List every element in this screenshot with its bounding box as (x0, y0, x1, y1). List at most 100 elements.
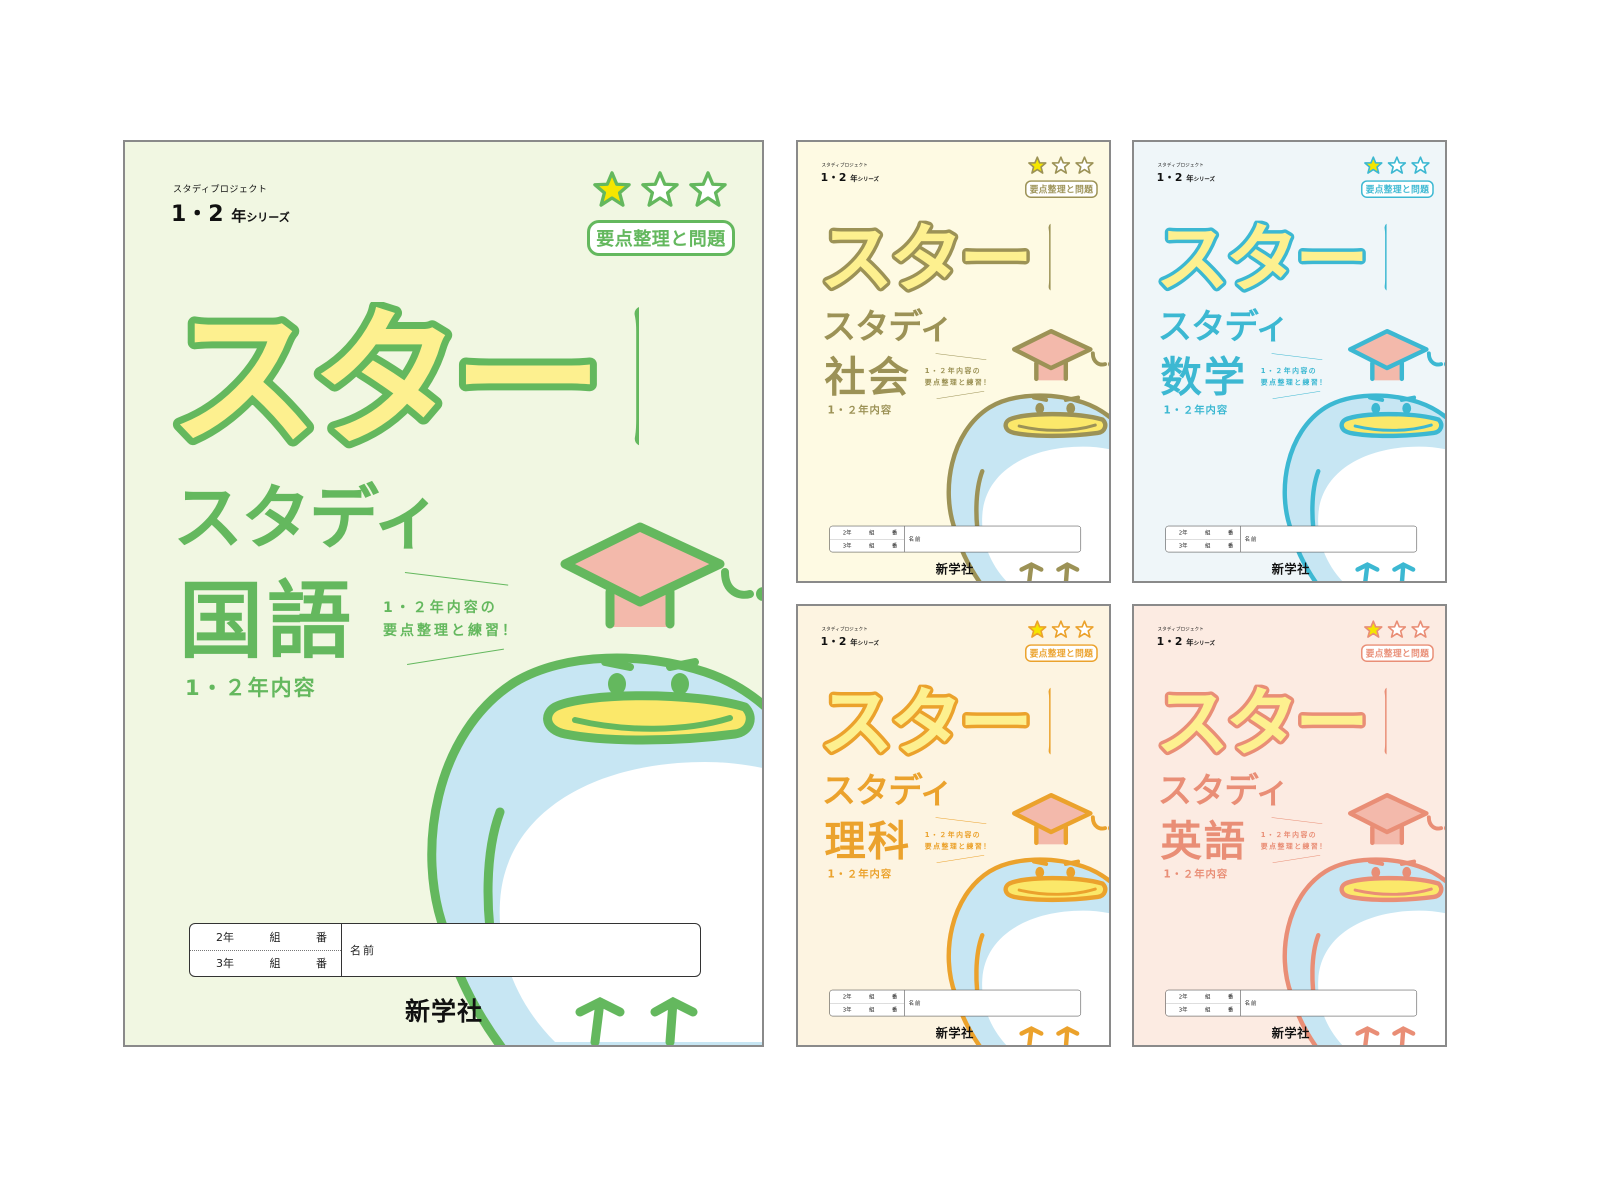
grade-3-row[interactable]: 3年 組 番 (190, 951, 341, 977)
blurb-text: 1・２年内容の 要点整理と練習！ (1261, 830, 1328, 853)
grade-2-row[interactable]: 2年 組 番 (829, 990, 905, 1004)
number-label: 番 (891, 1006, 898, 1014)
blurb-line-1: 1・２年内容の (1260, 831, 1318, 839)
student-name-box[interactable]: 2年 組 番 3年 組 番 名前 (829, 989, 1082, 1017)
blurb-line-2: 要点整理と練習！ (383, 623, 519, 639)
number-label: 番 (316, 957, 327, 971)
series-word: シリーズ (857, 639, 879, 647)
grade-2-row[interactable]: 2年 組 番 (1165, 990, 1241, 1004)
start-lettering-icon: スタート (816, 678, 1106, 770)
cover-canvas: スタディプロジェクト 1・2 年シリーズ 要点整理と問題 スタート スタディ 理… (798, 606, 1109, 1045)
title-study: スタディ (1157, 306, 1290, 347)
name-field-label: 名前 (908, 536, 922, 543)
grade-content-label: 1・２年内容 (827, 404, 893, 417)
blurb-text: 1・２年内容の 要点整理と練習！ (925, 830, 992, 853)
content-type-tag: 要点整理と問題 (1361, 644, 1434, 663)
content-type-tag: 要点整理と問題 (1361, 180, 1434, 199)
star-filled-icon (593, 171, 631, 207)
student-name-box[interactable]: 2年 組 番 3年 組 番 名前 (1165, 525, 1418, 553)
grade-3-row[interactable]: 3年 組 番 (1166, 539, 1240, 552)
series-grade-label: 1・2 年シリーズ (1157, 633, 1215, 649)
name-field-label: 名前 (1244, 1000, 1258, 1007)
grade-label: 3年 (216, 957, 234, 971)
series-grade-label: 1・2 年シリーズ (821, 169, 879, 185)
number-label: 番 (316, 930, 327, 944)
grade-3-row[interactable]: 3年 組 番 (830, 539, 904, 552)
series-project-label: スタディプロジェクト (1157, 627, 1204, 633)
star-outline-icon (1387, 156, 1407, 174)
class-number-fields: 2年 組 番 3年 組 番 (1165, 990, 1241, 1016)
student-name-box[interactable]: 2年 組 番 3年 組 番 名前 (829, 525, 1082, 553)
star-outline-icon (1411, 156, 1430, 174)
publisher-logo: 新学社 (935, 562, 974, 577)
svg-text:スタート: スタート (820, 221, 1051, 300)
grade-label: 2年 (216, 930, 234, 944)
number-label: 番 (891, 529, 898, 536)
start-lettering-icon: スタート (1152, 214, 1442, 306)
star-outline-icon (1051, 620, 1071, 638)
grade-2-row[interactable]: 2年 組 番 (829, 526, 905, 540)
book-cover-shakai[interactable]: スタディプロジェクト 1・2 年シリーズ 要点整理と問題 スタート スタディ 社… (796, 140, 1111, 583)
blurb-line-1: 1・２年内容の (1260, 367, 1318, 375)
blurb-line-2: 要点整理と練習！ (924, 378, 992, 387)
student-name-box[interactable]: 2年 組 番 3年 組 番 名前 (189, 923, 701, 977)
star-outline-icon (1075, 156, 1094, 174)
book-cover-rika[interactable]: スタディプロジェクト 1・2 年シリーズ 要点整理と問題 スタート スタディ 理… (796, 604, 1111, 1047)
grade-numbers: 1・2 (820, 635, 847, 648)
grade-3-row[interactable]: 3年 組 番 (1166, 1003, 1240, 1016)
grade-content-label: 1・２年内容 (827, 868, 893, 881)
class-label: 組 (869, 542, 875, 550)
svg-text:スタート: スタート (1156, 221, 1387, 300)
star-outline-icon (689, 171, 727, 207)
blurb-line-2: 要点整理と練習！ (1260, 842, 1328, 851)
grade-2-row[interactable]: 2年 組 番 (1165, 526, 1241, 540)
title-start-logo: スタート (816, 678, 1106, 770)
content-type-tag: 要点整理と問題 (1025, 180, 1098, 199)
grade-content-label: 1・２年内容 (1163, 404, 1229, 417)
series-project-label: スタディプロジェクト (1157, 163, 1204, 169)
cover-canvas: スタディプロジェクト 1・2 年シリーズ 要点整理と問題 スタート スタディ 社… (798, 142, 1109, 581)
star-outline-icon (1075, 620, 1094, 638)
grade-label: 3年 (842, 1006, 852, 1014)
subject-title: 英語 (1160, 817, 1248, 866)
grade-2-row[interactable]: 2年 組 番 (190, 924, 341, 951)
book-cover-sugaku[interactable]: スタディプロジェクト 1・2 年シリーズ 要点整理と問題 スタート スタディ 数… (1132, 140, 1447, 583)
class-label: 組 (1205, 542, 1211, 550)
book-cover-kokugo[interactable]: スタディプロジェクト 1・2 年シリーズ 要点整理と問題 スタート スタディ 国… (123, 140, 764, 1047)
grade-label: 2年 (842, 529, 852, 536)
grade-3-row[interactable]: 3年 組 番 (830, 1003, 904, 1016)
number-label: 番 (891, 542, 898, 550)
blurb-text: 1・２年内容の 要点整理と練習！ (383, 597, 519, 643)
book-cover-eigo[interactable]: スタディプロジェクト 1・2 年シリーズ 要点整理と問題 スタート スタディ 英… (1132, 604, 1447, 1047)
difficulty-stars (1028, 620, 1094, 639)
star-filled-icon (1028, 620, 1047, 638)
class-number-fields: 2年 組 番 3年 組 番 (190, 924, 342, 976)
grade-numbers: 1・2 (820, 171, 847, 184)
series-word: シリーズ (246, 211, 290, 224)
star-filled-icon (1364, 620, 1383, 638)
class-number-fields: 2年 組 番 3年 組 番 (829, 526, 905, 552)
title-study: スタディ (821, 306, 954, 347)
publisher-logo: 新学社 (405, 997, 484, 1026)
number-label: 番 (1227, 993, 1234, 1000)
series-grade-label: 1・2 年シリーズ (821, 633, 879, 649)
title-study: スタディ (821, 770, 954, 811)
publisher-logo: 新学社 (1271, 562, 1310, 577)
svg-text:スタート: スタート (1156, 685, 1387, 764)
grade-label: 2年 (1178, 529, 1188, 536)
series-word: シリーズ (857, 175, 879, 183)
title-start-logo: スタート (1152, 678, 1442, 770)
series-grade-label: 1・2 年シリーズ (1157, 169, 1215, 185)
star-filled-icon (1364, 156, 1383, 174)
series-project-label: スタディプロジェクト (821, 163, 868, 169)
blurb-line-2: 要点整理と練習！ (1260, 378, 1328, 387)
subject-title: 国語 (179, 572, 356, 670)
student-name-box[interactable]: 2年 組 番 3年 組 番 名前 (1165, 989, 1418, 1017)
star-outline-icon (1411, 620, 1430, 638)
class-number-fields: 2年 組 番 3年 組 番 (829, 990, 905, 1016)
cover-canvas: スタディプロジェクト 1・2 年シリーズ 要点整理と問題 スタート スタディ 国… (125, 142, 762, 1045)
title-study: スタディ (173, 477, 442, 559)
number-label: 番 (1227, 1006, 1234, 1014)
publisher-logo: 新学社 (935, 1026, 974, 1041)
title-start-logo: スタート (816, 214, 1106, 306)
